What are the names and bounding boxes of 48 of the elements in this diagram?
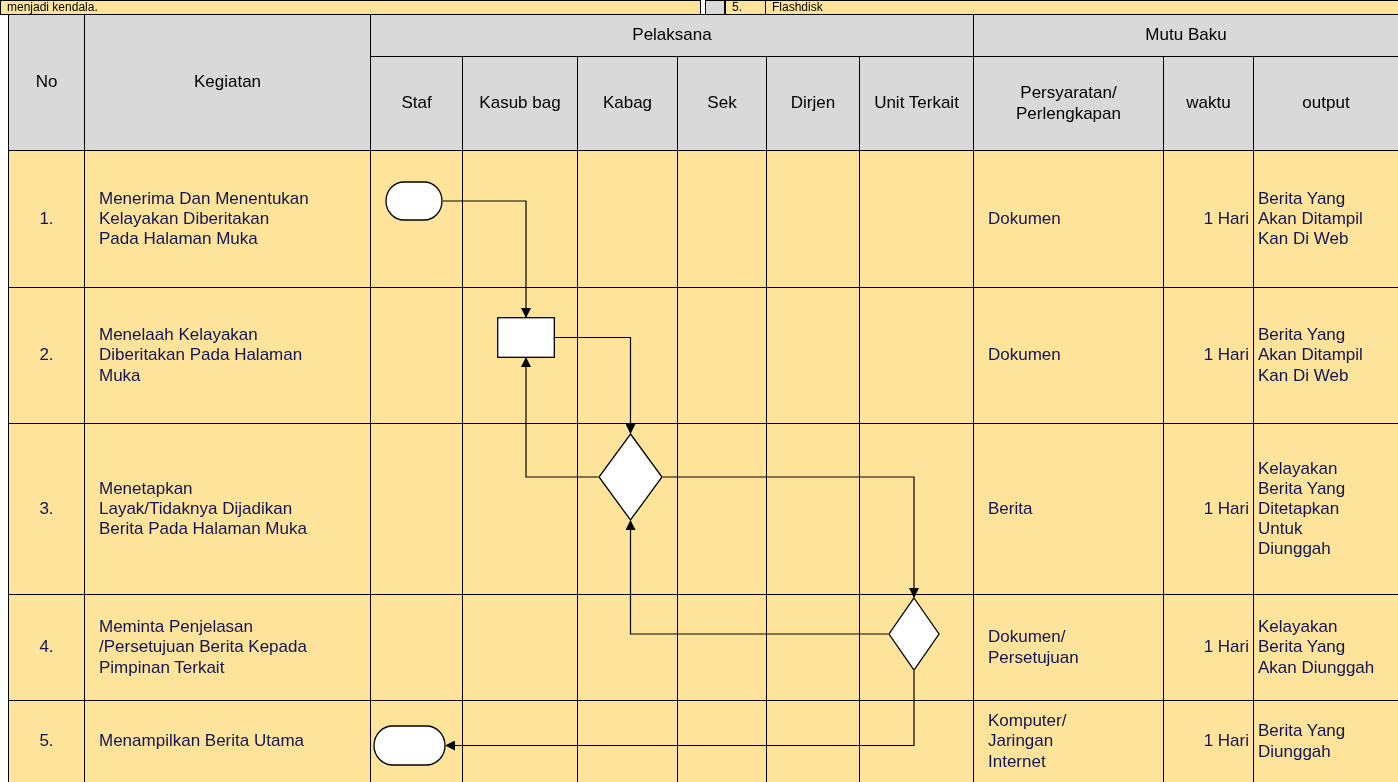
- process-box: [497, 317, 555, 358]
- output-text: Berita Yang Akan Ditampil Kan Di Web: [1253, 150, 1398, 288]
- activity-text: Menelaah Kelayakan Diberitakan Pada Halaman Muka: [84, 287, 371, 424]
- output-text: Berita Yang Akan Ditampil Kan Di Web: [1253, 287, 1398, 424]
- requirement-text: Dokumen: [973, 287, 1164, 424]
- arrow: [442, 200, 531, 318]
- decision-diamond: [888, 597, 940, 671]
- arrow: [445, 670, 915, 751]
- duration-text: 1 Hari: [1163, 700, 1254, 782]
- arrow: [554, 336, 636, 434]
- row-number: 1.: [8, 150, 85, 288]
- column-header: Unit Terkait: [859, 56, 974, 151]
- column-header: Staf: [370, 56, 463, 151]
- output-text: Kelayakan Berita Yang Ditetapkan Untuk Diunggah: [1253, 423, 1398, 595]
- column-header: waktu: [1163, 56, 1254, 151]
- arrow: [625, 520, 889, 635]
- column-header: Sek: [677, 56, 767, 151]
- requirement-text: Dokumen/ Persetujuan: [973, 594, 1164, 701]
- row-number: 5.: [8, 700, 85, 782]
- column-header: No: [8, 14, 85, 151]
- output-text: Kelayakan Berita Yang Akan Diunggah: [1253, 594, 1398, 701]
- duration-text: 1 Hari: [1163, 287, 1254, 424]
- column-header: output: [1253, 56, 1398, 151]
- column-header: Pelaksana: [370, 14, 974, 57]
- column-header: Persyaratan/ Perlengkapan: [973, 56, 1164, 151]
- row-number: 4.: [8, 594, 85, 701]
- decision-diamond: [598, 433, 663, 521]
- column-header: Dirjen: [766, 56, 860, 151]
- terminator-shape: [373, 725, 446, 766]
- activity-text: Menetapkan Layak/Tidaknya Dijadikan Berita Pada Halaman Muka: [84, 423, 371, 595]
- row-number: 3.: [8, 423, 85, 595]
- duration-text: 1 Hari: [1163, 150, 1254, 288]
- activity-text: Menampilkan Berita Utama: [84, 700, 371, 782]
- duration-text: 1 Hari: [1163, 594, 1254, 701]
- requirement-text: Komputer/ Jaringan Internet: [973, 700, 1164, 782]
- arrow: [662, 476, 919, 598]
- requirement-text: Berita: [973, 423, 1164, 595]
- activity-text: Meminta Penjelasan /Persetujuan Berita Kepada Pimpinan Terkait: [84, 594, 371, 701]
- requirement-text: Dokumen: [973, 150, 1164, 288]
- column-header: Kegiatan: [84, 14, 371, 151]
- column-header: Mutu Baku: [973, 14, 1398, 57]
- row-number: 2.: [8, 287, 85, 424]
- output-text: Berita Yang Diunggah: [1253, 700, 1398, 782]
- column-header: Kabag: [577, 56, 678, 151]
- column-header: Kasub bag: [462, 56, 578, 151]
- arrow: [521, 357, 599, 478]
- duration-text: 1 Hari: [1163, 423, 1254, 595]
- activity-text: Menerima Dan Menentukan Kelayakan Diberitakan Pada Halaman Muka: [84, 150, 371, 288]
